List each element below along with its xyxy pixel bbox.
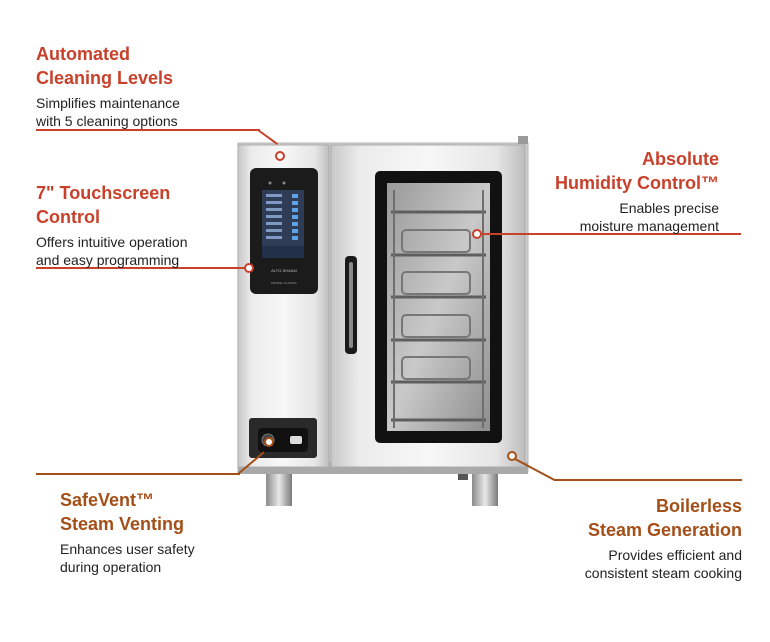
feature-boilerless-desc: Provides efficient and consistent steam … [584,547,742,581]
touchscreen-display[interactable]: ALTO-SHAAM PROPEL CLASSIC [250,168,318,294]
callout-line-humidity [478,233,741,235]
callout-line-safevent [36,473,240,475]
feature-safevent-desc: Enhances user safety during operation [60,541,195,575]
callout-dot-safevent [264,437,274,447]
feature-humidity-title: Absolute Humidity Control™ [555,149,719,193]
door-window [375,171,502,443]
feature-touchscreen: 7" Touchscreen Control Offers intuitive … [36,181,188,269]
feature-boilerless: Boilerless Steam Generation Provides eff… [585,494,742,582]
feature-cleaning: Automated Cleaning Levels Simplifies mai… [36,42,180,130]
callout-dot-cleaning [275,151,285,161]
feature-humidity: Absolute Humidity Control™ Enables preci… [555,147,719,235]
callout-line-touchscreen [36,267,248,269]
callout-dot-touchscreen [244,263,254,273]
callout-line-boilerless [554,479,742,481]
callout-dot-boilerless [507,451,517,461]
door-handle[interactable] [345,256,357,354]
callout-dot-humidity [472,229,482,239]
callout-line-cleaning [36,129,260,131]
feature-cleaning-title: Automated Cleaning Levels [36,44,174,88]
feature-safevent: SafeVent™ Steam Venting Enhances user sa… [60,488,195,576]
feature-touchscreen-desc: Offers intuitive operation and easy prog… [36,234,188,268]
feature-humidity-desc: Enables precise moisture management [579,200,719,234]
screen-brand: ALTO-SHAAM [271,268,297,273]
feature-safevent-title: SafeVent™ Steam Venting [60,490,185,534]
feature-cleaning-desc: Simplifies maintenance with 5 cleaning o… [36,95,180,129]
feature-touchscreen-title: 7" Touchscreen Control [36,183,171,227]
screen-model: PROPEL CLASSIC [271,281,298,285]
feature-boilerless-title: Boilerless Steam Generation [587,496,742,540]
safevent-module[interactable] [249,418,317,458]
